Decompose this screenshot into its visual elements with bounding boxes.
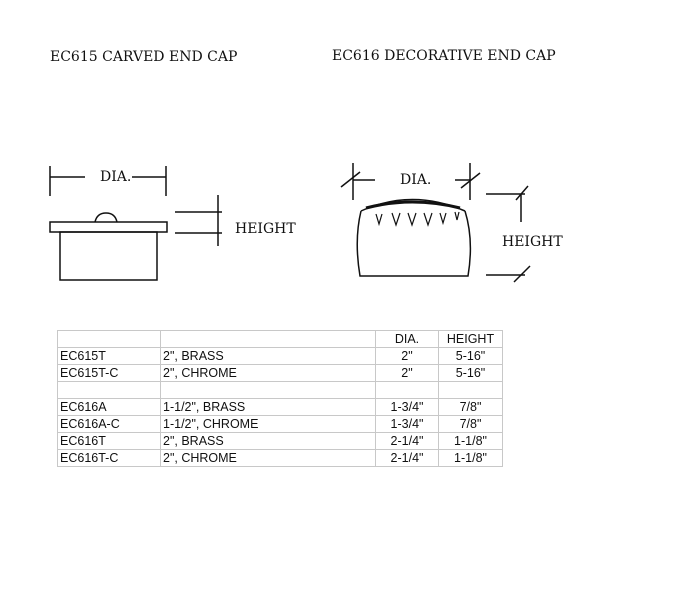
description: 1-1/2", BRASS xyxy=(160,398,376,416)
header-cell xyxy=(57,330,161,348)
ec616-height-label: HEIGHT xyxy=(502,234,563,250)
ec615-title: EC615 CARVED END CAP xyxy=(50,49,238,65)
description xyxy=(160,381,376,399)
part-number xyxy=(57,381,161,399)
ec616-title: EC616 DECORATIVE END CAP xyxy=(332,48,556,64)
dia-value: 1-3/4" xyxy=(375,398,439,416)
table-header-row: DIA. HEIGHT xyxy=(57,330,503,348)
part-number: EC616A xyxy=(57,398,161,416)
dia-value xyxy=(375,381,439,399)
header-cell xyxy=(160,330,376,348)
part-number: EC616A-C xyxy=(57,415,161,433)
height-value: 5-16" xyxy=(438,364,503,382)
description: 2", BRASS xyxy=(160,432,376,450)
header-dia: DIA. xyxy=(375,330,439,348)
ec615-height-label: HEIGHT xyxy=(235,221,296,237)
dia-value: 2" xyxy=(375,364,439,382)
ec616-dia-label: DIA. xyxy=(400,172,431,188)
description: 2", CHROME xyxy=(160,449,376,467)
height-value: 7/8" xyxy=(438,415,503,433)
ec615-dia-label: DIA. xyxy=(100,169,131,185)
height-value: 5-16" xyxy=(438,347,503,365)
dia-value: 2" xyxy=(375,347,439,365)
drawings: DIA. HEIGHT DIA. HEIGHT xyxy=(49,163,563,283)
part-number: EC615T xyxy=(57,347,161,365)
header-height: HEIGHT xyxy=(438,330,503,348)
height-value xyxy=(438,381,503,399)
height-value: 1-1/8" xyxy=(438,449,503,467)
part-number: EC616T xyxy=(57,432,161,450)
description: 1-1/2", CHROME xyxy=(160,415,376,433)
ec615-drawing xyxy=(49,166,222,281)
part-number: EC615T-C xyxy=(57,364,161,382)
dia-value: 2-1/4" xyxy=(375,449,439,467)
table-row-spacer xyxy=(57,381,503,399)
dia-value: 2-1/4" xyxy=(375,432,439,450)
height-value: 7/8" xyxy=(438,398,503,416)
ec616-drawing xyxy=(340,163,531,283)
part-number: EC616T-C xyxy=(57,449,161,467)
height-value: 1-1/8" xyxy=(438,432,503,450)
description: 2", CHROME xyxy=(160,364,376,382)
description: 2", BRASS xyxy=(160,347,376,365)
dia-value: 1-3/4" xyxy=(375,415,439,433)
